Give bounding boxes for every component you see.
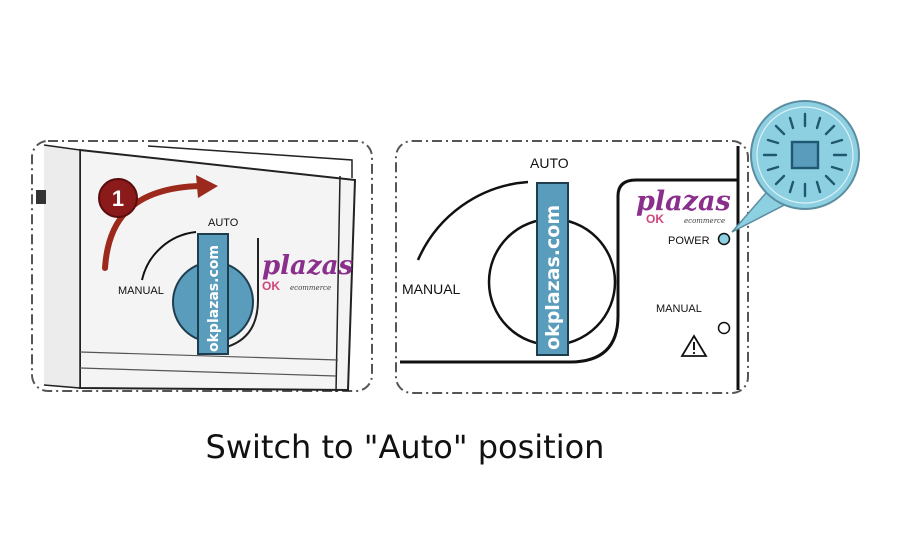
left-logo: plazas OK ecommerce (262, 251, 354, 293)
right-watermark: okplazas.com (542, 205, 564, 350)
left-device-top-edge (147, 145, 353, 178)
step-number: 1 (112, 186, 124, 211)
left-knob-handle (197, 233, 229, 355)
warning-icon (680, 334, 708, 357)
right-logo-word: plazas (636, 186, 731, 217)
right-label-manual: MANUAL (402, 281, 461, 297)
left-label-manual: MANUAL (118, 285, 164, 297)
right-knob-arc (416, 180, 529, 261)
left-knob-arc (141, 231, 197, 281)
right-knob-handle (536, 182, 569, 356)
left-logo-word: plazas (262, 251, 354, 281)
left-logo-ok: OK (262, 279, 280, 293)
step-badge (98, 178, 138, 218)
led-callout (731, 100, 860, 233)
arrow-head (196, 175, 218, 198)
callout-inner-ring (756, 106, 854, 204)
power-led-icon (717, 232, 731, 246)
left-panel: 1 AUTO MANUAL okplazas.com plazas OK eco… (31, 140, 373, 393)
led-light-icon (762, 112, 848, 198)
right-label-auto: AUTO (530, 155, 569, 171)
left-label-auto: AUTO (208, 217, 239, 229)
right-device-outline (400, 178, 738, 364)
manual-led-label: MANUAL (656, 303, 702, 315)
left-device-slot (36, 190, 46, 204)
left-device-side (43, 144, 81, 389)
right-panel: AUTO MANUAL okplazas.com plazas OK ecomm… (395, 140, 749, 394)
left-panel-frame (31, 140, 373, 392)
power-label: POWER (668, 235, 710, 247)
left-device-edge-right (335, 175, 341, 393)
manual-led (717, 321, 731, 335)
left-watermark: okplazas.com (206, 245, 222, 352)
left-device-lower-lip (79, 351, 339, 377)
right-logo-tagline: ecommerce (684, 217, 725, 225)
right-logo-ok: OK (646, 212, 664, 226)
caption: Switch to "Auto" position (205, 428, 605, 466)
left-logo-tagline: ecommerce (290, 284, 331, 292)
right-panel-frame (395, 140, 749, 394)
right-logo: plazas OK ecommerce (636, 186, 731, 226)
